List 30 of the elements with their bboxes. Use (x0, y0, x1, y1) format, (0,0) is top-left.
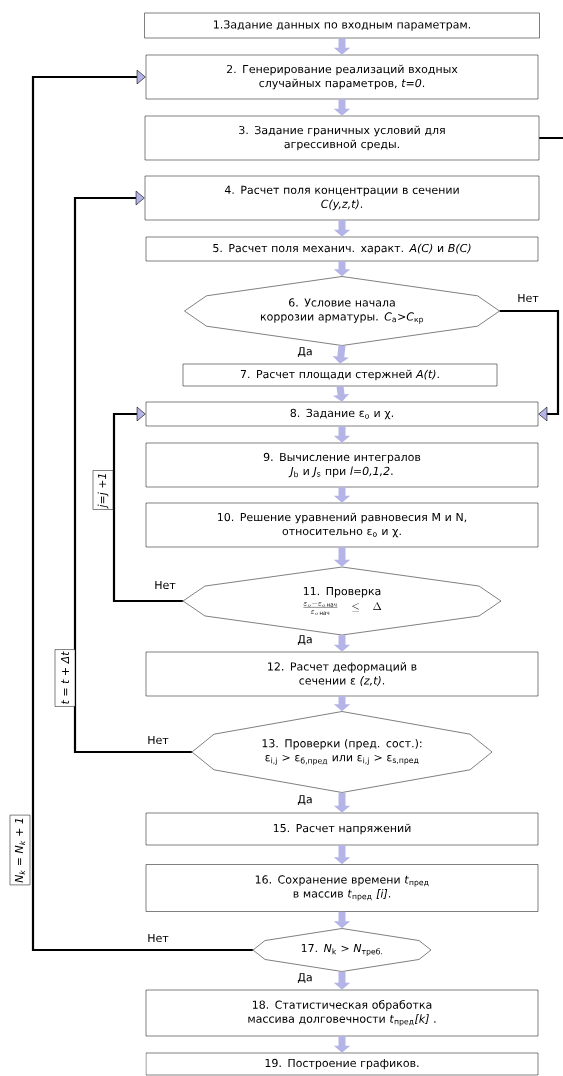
process-box: 7. Расчет площади стержней A(t). (182, 363, 498, 387)
loop-line (539, 136, 563, 140)
arrow (499, 309, 560, 422)
arrow (112, 406, 183, 603)
process-box: 12. Расчет деформаций в сечении ε (z,t). (145, 651, 539, 697)
process-box: 3. Задание граничных условий для агрессивной среды. (144, 115, 540, 161)
process-box: 10. Решение уравнений равновесия M и N, относительно ε$_{о}$ и χ. (145, 502, 539, 548)
edge-label: Нет (146, 734, 170, 746)
loop-counter-box: j=j +1 (92, 470, 114, 510)
arrow (31, 69, 253, 952)
edge-label: Нет (146, 932, 170, 944)
process-box: 19. Построение графиков. (145, 1052, 539, 1076)
edge-label: Да (296, 794, 314, 806)
process-box: 15. Расчет напряжений (145, 812, 539, 846)
loop-counter-box: N$_{k}$ = N$_{k}$ + 1 (9, 814, 31, 886)
edge-label: Нет (153, 579, 177, 591)
loop-counter-box: t = t + Δt (54, 649, 76, 707)
process-box: 4. Расчет поля концентрации в сечении C(y,z,t). (144, 175, 540, 221)
process-box: 1.Задание данных по входным параметрам. (144, 12, 540, 39)
edge-label: Да (296, 346, 314, 358)
arrow (73, 190, 192, 754)
process-box: 2. Генерирование реализаций входных случайных параметров, t=0. (145, 54, 539, 100)
edge-label: Нет (516, 292, 540, 304)
process-box: 8. Задание ε$_{о}$ и χ. (145, 401, 539, 427)
process-box: 5. Расчет поля механич. характ. A(C) и B(C) (145, 236, 539, 262)
process-box: 9. Вычисление интегралов J$_{b}$ и J$_{s}$ при l=0,1,2. (145, 442, 539, 488)
edge-label: Да (296, 972, 314, 984)
process-box: 16. Сохранение времени t$_{пред}$ в массив t$_{пред}$ [i]. (145, 864, 539, 912)
process-box: 18. Статистическая обработка массива долговечности t$_{пред}$[k] . (145, 989, 539, 1037)
edge-label: Да (296, 634, 314, 646)
